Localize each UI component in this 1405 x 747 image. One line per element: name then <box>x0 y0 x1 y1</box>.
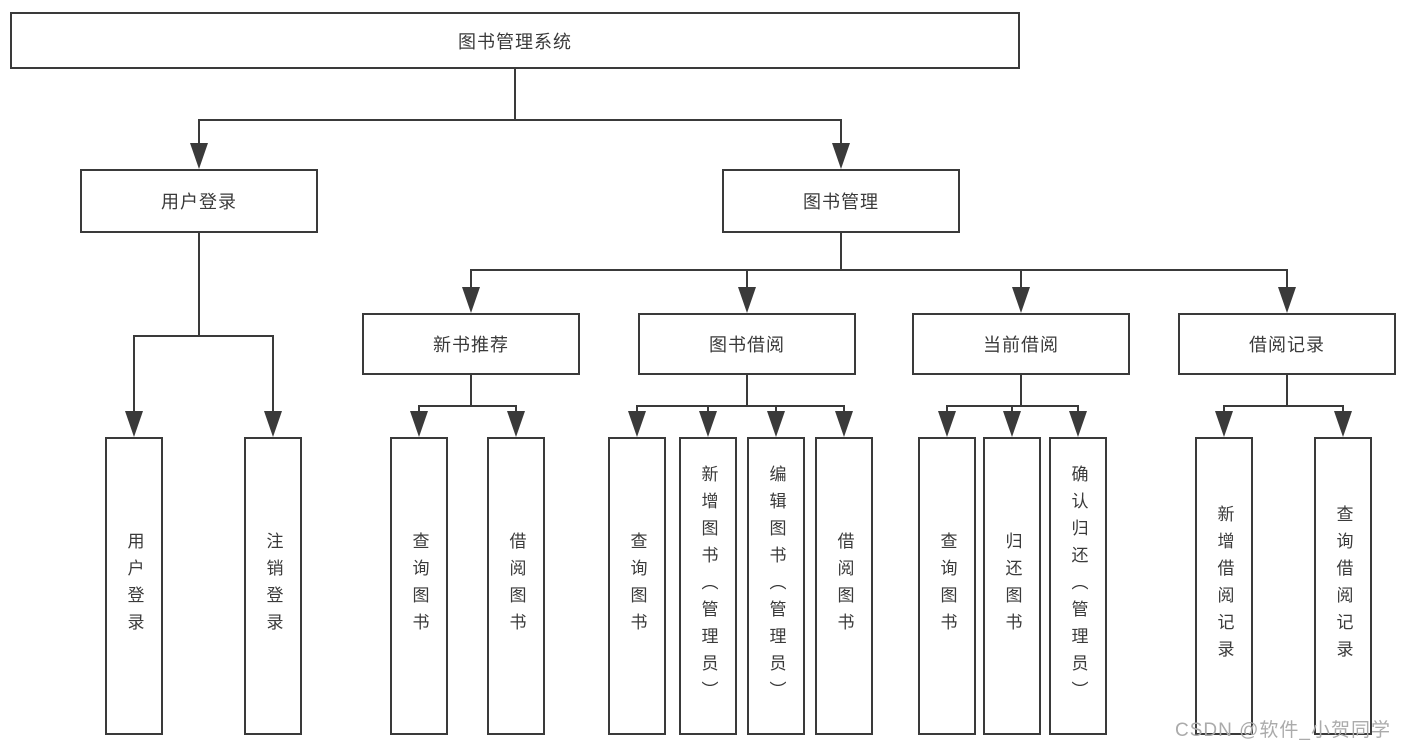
leaf-user-login: 用户登录 <box>105 437 163 735</box>
connector-line <box>470 269 472 289</box>
node-borrowing-records: 借阅记录 <box>1178 313 1396 375</box>
leaf-label: 查询借阅记录 <box>1333 505 1353 667</box>
leaf-add-books-admin: 新增图书（管理员） <box>679 437 737 735</box>
leaf-label: 借阅图书 <box>506 532 526 640</box>
connector-line <box>746 375 748 407</box>
leaf-label: 查询图书 <box>937 532 957 640</box>
connector-line <box>1020 375 1022 407</box>
connector-line <box>1286 375 1288 407</box>
arrowhead-icon <box>738 287 756 313</box>
connector-line <box>418 405 517 407</box>
connector-line <box>1342 405 1344 415</box>
node-library-system: 图书管理系统 <box>10 12 1020 69</box>
connector-line <box>636 405 845 407</box>
leaf-query-books-recommend: 查询图书 <box>390 437 448 735</box>
leaf-label: 编辑图书（管理员） <box>766 464 786 708</box>
connector-line <box>840 119 842 147</box>
arrowhead-icon <box>1334 411 1352 437</box>
leaf-label: 新增借阅记录 <box>1214 505 1234 667</box>
leaf-query-books-borrowing: 查询图书 <box>608 437 666 735</box>
connector-line <box>843 405 845 415</box>
arrowhead-icon <box>699 411 717 437</box>
arrowhead-icon <box>1012 287 1030 313</box>
connector-line <box>470 269 1288 271</box>
connector-line <box>775 405 777 415</box>
arrowhead-icon <box>1278 287 1296 313</box>
arrowhead-icon <box>938 411 956 437</box>
arrowhead-icon <box>1069 411 1087 437</box>
arrowhead-icon <box>507 411 525 437</box>
connector-line <box>515 405 517 415</box>
connector-line <box>946 405 948 415</box>
node-current-borrowing: 当前借阅 <box>912 313 1130 375</box>
arrowhead-icon <box>835 411 853 437</box>
connector-line <box>1223 405 1344 407</box>
connector-line <box>198 119 842 121</box>
connector-line <box>746 269 748 289</box>
arrowhead-icon <box>767 411 785 437</box>
connector-line <box>514 69 516 121</box>
arrowhead-icon <box>190 143 208 169</box>
connector-line <box>1286 269 1288 289</box>
node-book-management: 图书管理 <box>722 169 960 233</box>
arrowhead-icon <box>1215 411 1233 437</box>
arrowhead-icon <box>832 143 850 169</box>
connector-line <box>1223 405 1225 415</box>
connector-line <box>470 375 472 407</box>
connector-line <box>198 119 200 147</box>
connector-line <box>707 405 709 415</box>
arrowhead-icon <box>462 287 480 313</box>
arrowhead-icon <box>1003 411 1021 437</box>
leaf-return-books: 归还图书 <box>983 437 1041 735</box>
arrowhead-icon <box>264 411 282 437</box>
leaf-edit-books-admin: 编辑图书（管理员） <box>747 437 805 735</box>
leaf-query-borrow-record: 查询借阅记录 <box>1314 437 1372 735</box>
csdn-watermark: CSDN @软件_小贺同学 <box>1175 720 1391 741</box>
leaf-label: 确认归还（管理员） <box>1068 464 1088 708</box>
connector-line <box>840 233 842 271</box>
leaf-label: 新增图书（管理员） <box>698 464 718 708</box>
arrowhead-icon <box>125 411 143 437</box>
connector-line <box>1020 269 1022 289</box>
leaf-borrow-books-recommend: 借阅图书 <box>487 437 545 735</box>
leaf-confirm-return-admin: 确认归还（管理员） <box>1049 437 1107 735</box>
connector-line <box>1077 405 1079 415</box>
node-new-book-recommend: 新书推荐 <box>362 313 580 375</box>
leaf-label: 查询图书 <box>627 532 647 640</box>
leaf-label: 查询图书 <box>409 532 429 640</box>
node-book-borrowing: 图书借阅 <box>638 313 856 375</box>
leaf-label: 归还图书 <box>1002 532 1022 640</box>
leaf-borrow-books: 借阅图书 <box>815 437 873 735</box>
arrowhead-icon <box>628 411 646 437</box>
connector-line <box>133 335 274 337</box>
node-user-login: 用户登录 <box>80 169 318 233</box>
leaf-label: 借阅图书 <box>834 532 854 640</box>
leaf-add-borrow-record: 新增借阅记录 <box>1195 437 1253 735</box>
connector-line <box>636 405 638 415</box>
leaf-label: 用户登录 <box>124 532 144 640</box>
connector-line <box>133 335 135 413</box>
connector-line <box>1011 405 1013 415</box>
arrowhead-icon <box>410 411 428 437</box>
connector-line <box>418 405 420 415</box>
leaf-query-books-current: 查询图书 <box>918 437 976 735</box>
connector-line <box>272 335 274 413</box>
leaf-logout-login: 注销登录 <box>244 437 302 735</box>
leaf-label: 注销登录 <box>263 532 283 640</box>
connector-line <box>198 233 200 337</box>
